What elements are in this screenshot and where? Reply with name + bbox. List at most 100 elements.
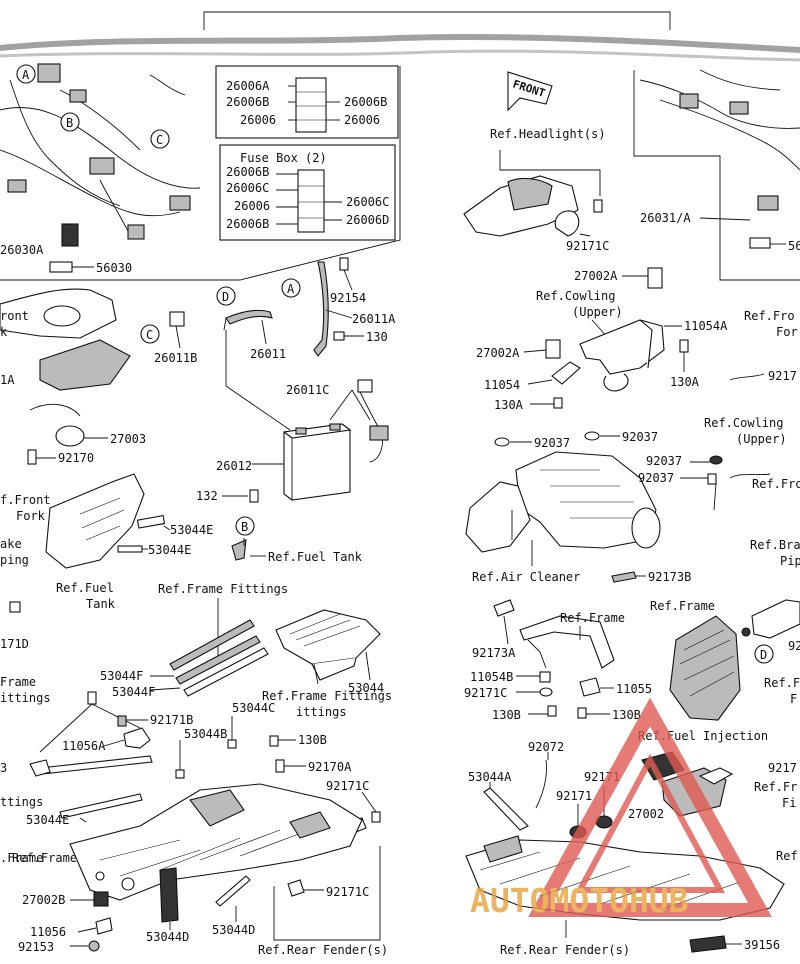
partial-ittings: ittings: [0, 691, 51, 705]
watermark-text: AUTOMOTOHUB: [470, 881, 689, 920]
callout-92037-a: 92037: [534, 436, 570, 450]
callout-130B-right-b: 130B: [612, 708, 641, 722]
callout-53044D-b: 53044D: [212, 923, 255, 937]
fuse-box-2: Fuse Box (2) 26006B 26006C 26006 26006B …: [226, 151, 389, 233]
fuse2-26006C-right: 26006C: [346, 195, 389, 209]
callout-92173B: 92173B: [648, 570, 691, 584]
partial-ping: ping: [0, 553, 29, 567]
right-upper-harness: 56030 26031/A FRONT Ref.Headlight(s) 921…: [463, 69, 800, 253]
callout-92170A: 92170A: [308, 760, 352, 774]
callout-92037-d: 92037: [638, 471, 674, 485]
marker-A-top: A: [22, 68, 30, 82]
partial-ront: ront: [0, 309, 29, 323]
callout-56030-left: 56030: [96, 261, 132, 275]
marker-C-top: C: [156, 133, 163, 147]
marker-D-mid: D: [222, 290, 229, 304]
callout-26006B-left: 26006B: [226, 95, 269, 109]
callout-53044E-a: 53044E: [170, 523, 213, 537]
ref-frame-left: Ref.Frame: [12, 851, 77, 865]
main-wiring-harness-left: 26030A 56030: [0, 63, 201, 275]
ref-cowling-upper-1: Ref.Cowling: [536, 289, 615, 303]
callout-53044A: 53044A: [468, 770, 512, 784]
partial-92: 92: [788, 639, 800, 653]
callout-92037-c: 92037: [646, 454, 682, 468]
ref-cowling-upper-right-2: (Upper): [736, 432, 787, 446]
ref-rear-fender-right: Ref.Rear Fender(s): [500, 943, 630, 957]
callout-92171B: 92171B: [150, 713, 193, 727]
callout-92072: 92072: [528, 740, 564, 754]
callout-26006-right: 26006: [344, 113, 380, 127]
callout-130A-right: 130A: [670, 375, 700, 389]
callout-27002A-upper: 27002A: [574, 269, 618, 283]
callout-39156: 39156: [744, 938, 780, 952]
partial-ref-fr: Ref.Fr: [754, 780, 797, 794]
partial-9217-b: 9217: [768, 761, 797, 775]
callout-53044D-a: 53044D: [146, 930, 189, 944]
ref-cowling-upper-right-1: Ref.Cowling: [704, 416, 783, 430]
partial-ref-f: Ref.F: [764, 676, 800, 690]
watermark: AUTOMOTOHUB: [470, 697, 772, 920]
marker-B-top: B: [66, 116, 73, 130]
callout-26006B-right: 26006B: [344, 95, 387, 109]
callout-130B-right-a: 130B: [492, 708, 521, 722]
callout-92154: 92154: [330, 291, 366, 305]
marker-C-mid: C: [146, 328, 153, 342]
top-frame: [0, 11, 800, 281]
callout-56030-right: 56030: [788, 239, 800, 253]
callout-27002A-lower: 27002A: [476, 346, 520, 360]
fuse2-26006C-left: 26006C: [226, 181, 269, 195]
partial-tank: Tank: [86, 597, 116, 611]
callout-11055: 11055: [616, 682, 652, 696]
partial-dot-frame: .Frame: [0, 851, 43, 865]
partial-1A: 1A: [0, 373, 15, 387]
fuse2-26006B-bottom: 26006B: [226, 217, 269, 231]
callout-53044C: 53044C: [232, 701, 275, 715]
battery-assembly: 26011B 26011 92154 26011A 130 26011C 260…: [154, 257, 396, 501]
cowling-bracket: 27002A Ref.Cowling (Upper) 11054A 27002A…: [476, 267, 798, 412]
callout-26031A: 26031/A: [640, 211, 691, 225]
callout-53044E-b: 53044E: [148, 543, 191, 557]
callout-27002: 27002: [628, 807, 664, 821]
callout-27002B: 27002B: [22, 893, 65, 907]
callout-26011C: 26011C: [286, 383, 329, 397]
fuse-box-2-title: Fuse Box (2): [240, 151, 327, 165]
marker-D-right: D: [760, 648, 767, 662]
partial-3: 3: [0, 761, 7, 775]
left-partial-labels: ront k 1A f.Front Fork ake ping Ref.Fuel…: [0, 309, 116, 865]
air-cleaner: Ref.Cowling (Upper) 92037 92037 Ref.Air …: [465, 416, 800, 584]
marker-A-mid: A: [287, 282, 295, 296]
callout-26012: 26012: [216, 459, 252, 473]
callout-53044F-b: 53044F: [112, 685, 155, 699]
ref-frame-mid: Ref.Frame: [560, 611, 625, 625]
ref-frame-right: Ref.Frame: [650, 599, 715, 613]
fuse2-26006B-top: 26006B: [226, 165, 269, 179]
fuse2-26006: 26006: [234, 199, 270, 213]
callout-26011A: 26011A: [352, 312, 396, 326]
watermark-triangle: [528, 697, 772, 917]
ref-rear-fender-left: Ref.Rear Fender(s): [258, 943, 388, 957]
ref-cowling-upper-2: (Upper): [572, 305, 623, 319]
ref-headlight: Ref.Headlight(s): [490, 127, 606, 141]
callout-92171C-upper: 92171C: [326, 779, 369, 793]
partial-ref: Ref: [776, 849, 798, 863]
partial-ref-fuel: Ref.Fuel: [56, 581, 114, 595]
ref-fuel-tank-mid: Ref.Fuel Tank: [268, 550, 363, 564]
right-frame-section: 92173B Ref.Bra Pip Ref.Frame 92173A 1105…: [464, 538, 800, 722]
callout-53044E-c: 53044E: [26, 813, 69, 827]
partial-ttings: ttings: [0, 795, 43, 809]
partial-fork: Fork: [16, 509, 46, 523]
callout-26030A: 26030A: [0, 243, 44, 257]
fuse2-26006D: 26006D: [346, 213, 389, 227]
callout-26006-left: 26006: [240, 113, 276, 127]
callout-27003: 27003: [110, 432, 146, 446]
callout-11054B: 11054B: [470, 670, 513, 684]
partial-f: F: [790, 692, 797, 706]
callout-53044F-a: 53044F: [100, 669, 143, 683]
left-front-parts: 27003 92170 53044E 53044E 132 Ref.Fuel T…: [0, 288, 363, 569]
partial-ref-fro-a: Ref.Fro: [744, 309, 795, 323]
ref-frame-fittings-bottom-2: ittings: [296, 705, 347, 719]
callout-11056A: 11056A: [62, 739, 106, 753]
partial-for-a: For: [776, 325, 798, 339]
callout-53044B: 53044B: [184, 727, 227, 741]
